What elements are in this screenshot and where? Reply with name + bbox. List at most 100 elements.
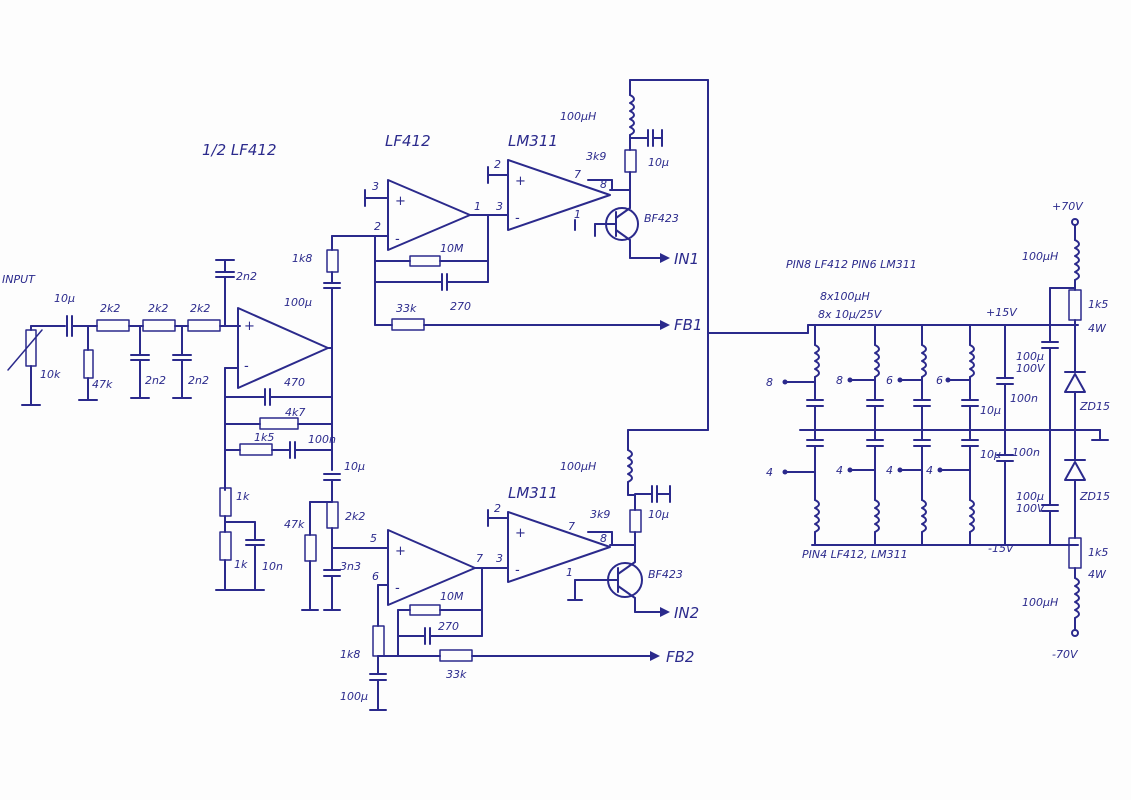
svg-text:+: +: [515, 526, 526, 541]
pin-label: 1: [574, 208, 581, 221]
pin-label: 1: [566, 566, 573, 579]
pin-label: 3: [496, 200, 503, 213]
c-10u-rail2-label: 10µ: [980, 448, 1001, 461]
bank-c-label: 8x 10µ/25V: [818, 308, 883, 321]
resistor-33k-bot: [439, 649, 473, 662]
pin-bot-note: PIN4 LF412, LM311: [802, 548, 908, 561]
svg-text:-: -: [515, 211, 520, 226]
c-100v-b-label: 100V: [1016, 502, 1046, 515]
terminal-minus70: [1071, 629, 1079, 637]
c-100u-top-label: 100µ: [284, 296, 312, 309]
r-2k2-d-label: 2k2: [345, 510, 365, 523]
half-lf412-label: 1/2 LF412: [202, 141, 277, 159]
in2-label: IN2: [674, 604, 699, 622]
in1-label: IN1: [674, 250, 699, 268]
c-100n-rail-label: 100n: [1010, 392, 1038, 405]
pin-label: 7: [574, 168, 581, 181]
svg-text:-: -: [395, 232, 400, 247]
svg-text:-: -: [244, 359, 249, 374]
pin-label: 2: [494, 158, 501, 171]
q-top-label: BF423: [644, 212, 679, 225]
pin-label: 8: [600, 532, 607, 545]
r-3k9-bot-label: 3k9: [590, 508, 610, 521]
pin6-label: 6: [936, 374, 943, 387]
c-100u-a-label: 100µ: [1016, 350, 1044, 363]
resistor-1k5-4w-bot: [1068, 537, 1082, 569]
resistor-2k2-b: [142, 319, 176, 332]
c-10u-mid-label: 10µ: [344, 460, 365, 473]
pin-label: 2: [494, 502, 501, 515]
svg-text:+: +: [244, 319, 255, 334]
c-2n2-b-label: 2n2: [188, 374, 209, 387]
r-1k-a-label: 1k: [236, 490, 250, 503]
pin-top-note: PIN8 LF412 PIN6 LM311: [786, 258, 917, 271]
svg-text:+: +: [395, 194, 406, 209]
pin-label: 3: [372, 180, 379, 193]
c-2n2-top-label: 2n2: [236, 270, 257, 283]
resistor-4k7: [259, 417, 299, 430]
resistor-3k9-bot: [629, 509, 642, 533]
l-100uh-pos-label: 100µH: [1022, 250, 1058, 263]
lf412-opamp-triangle: [387, 179, 471, 251]
pin4-label: 4: [836, 464, 843, 477]
resistor-3k9-top: [624, 149, 637, 173]
c-270-top-label: 270: [450, 300, 471, 313]
inductor-100uh-neg: [1074, 577, 1080, 619]
lm311-bot-label: LM311: [508, 484, 558, 502]
opamp-triangle: [237, 307, 329, 389]
plus70-label: +70V: [1052, 200, 1084, 213]
resistor-1k8-bot: [372, 625, 385, 657]
minus15-label: -15V: [988, 542, 1015, 555]
inductor-100uh-top: [629, 94, 635, 136]
cap-in-label: 10µ: [54, 292, 75, 305]
resistor-1k5-4w-top: [1068, 289, 1082, 321]
input-stage: INPUT 10k 10µ 47k 2k2 2k2 2k2: [2, 273, 241, 406]
r-10m-top-label: 10M: [440, 242, 464, 255]
r-2k2-a-label: 2k2: [100, 302, 120, 315]
inductor-bank: [814, 344, 820, 378]
resistor-1k-b: [219, 531, 232, 561]
r-4k7-label: 4k7: [285, 406, 305, 419]
r-33k-bot-label: 33k: [446, 668, 467, 681]
r-3k9-top-label: 3k9: [586, 150, 606, 163]
pin-label: 3: [496, 552, 503, 565]
arrow-fb2: [650, 651, 660, 661]
resistor-2k2-a: [96, 319, 130, 332]
pin-label: 5: [370, 532, 377, 545]
r-47k-b-label: 47k: [284, 518, 305, 531]
potentiometer-arrow: [7, 329, 43, 371]
r-1k8-top-label: 1k8: [292, 252, 312, 265]
top-channel: 1k8 100µ LF412 + - 3 2 1 10M 270 33k FB1: [284, 79, 709, 431]
resistor-2k2-d: [326, 501, 339, 529]
c-10u-bot-label: 10µ: [648, 508, 669, 521]
pin-label: 7: [476, 552, 483, 565]
fb1-label: FB1: [674, 316, 702, 334]
zener-diode-bot: [1064, 461, 1086, 481]
l-100uh-top-label: 100µH: [560, 110, 596, 123]
l-100uh-bot-label: 100µH: [560, 460, 596, 473]
c-100n-rail2-label: 100n: [1012, 446, 1040, 459]
pin-label: 8: [600, 178, 607, 191]
resistor-10m-top: [409, 255, 441, 267]
c-10n-label: 10n: [262, 560, 283, 573]
pin-label: 1: [474, 200, 481, 213]
c-270-bot-label: 270: [438, 620, 459, 633]
fb2-label: FB2: [666, 648, 694, 666]
r-1k5-label: 1k5: [254, 431, 274, 444]
c-470-label: 470: [284, 376, 305, 389]
svg-text:+: +: [515, 174, 526, 189]
inductor-100uh-pos: [1074, 239, 1080, 281]
c-10u-top-label: 10µ: [648, 156, 669, 169]
c-3n3-label: 3n3: [340, 560, 361, 573]
r-2k2-b-label: 2k2: [148, 302, 168, 315]
arrow-fb1: [660, 320, 670, 330]
svg-text:+: +: [395, 544, 406, 559]
svg-text:-: -: [395, 581, 400, 596]
c-100u-b-label: 100µ: [1016, 490, 1044, 503]
input-label: INPUT: [2, 273, 36, 286]
lf412-input-opamp: 1/2 LF412 + - 2n2 470 4k7 1k5 100n: [202, 141, 336, 591]
resistor-1k-a: [219, 487, 232, 517]
resistor-47k: [83, 349, 94, 379]
resistor-2k2-c: [187, 319, 221, 332]
